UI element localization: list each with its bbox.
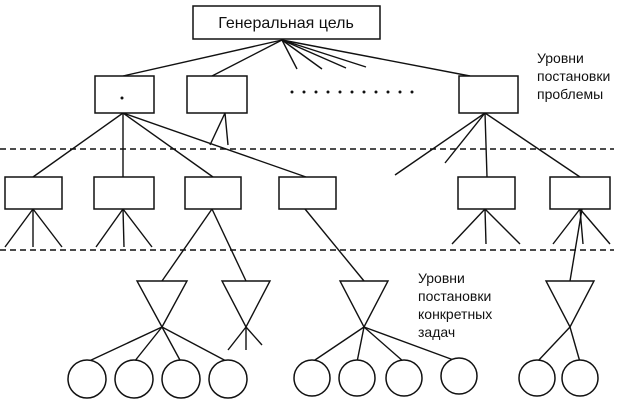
task-levels-line: задач bbox=[418, 324, 455, 340]
level1-node bbox=[458, 75, 519, 114]
leaf-node bbox=[518, 359, 556, 397]
leaf-node bbox=[385, 359, 423, 397]
leaf-node bbox=[67, 359, 107, 399]
leaf-node bbox=[161, 359, 201, 399]
task-levels-label: Уровни постановки конкретных задач bbox=[418, 270, 496, 340]
root-goal-node: Генеральная цель bbox=[192, 5, 381, 40]
root-edges bbox=[122, 39, 471, 77]
node-mark-dot bbox=[120, 96, 124, 100]
task-levels-line: Уровни bbox=[418, 270, 465, 286]
task-levels-line: конкретных bbox=[418, 306, 492, 322]
level1-node bbox=[186, 75, 248, 114]
problem-levels-line: постановки bbox=[537, 68, 610, 84]
level2-nodes bbox=[4, 176, 611, 210]
triangle-node bbox=[544, 280, 596, 329]
triangle-nodes bbox=[135, 280, 596, 329]
level2-fanouts bbox=[4, 208, 611, 248]
level2-node bbox=[184, 176, 242, 210]
triangle-node bbox=[220, 280, 272, 329]
level2-node bbox=[93, 176, 155, 210]
leaf-nodes bbox=[67, 357, 599, 399]
leaf-edges bbox=[86, 326, 581, 363]
level1-nodes bbox=[94, 75, 519, 114]
level2-node bbox=[457, 176, 516, 210]
level1-node bbox=[94, 75, 155, 114]
problem-levels-label: Уровни постановки проблемы bbox=[537, 50, 614, 102]
root-goal-label: Генеральная цель bbox=[218, 15, 354, 32]
level2-node bbox=[278, 176, 337, 210]
level1-edges bbox=[32, 112, 581, 178]
triangle-node bbox=[338, 280, 390, 329]
problem-levels-line: проблемы bbox=[537, 86, 603, 102]
triangle-edges bbox=[161, 208, 583, 282]
task-levels-line: постановки bbox=[418, 288, 491, 304]
ellipsis-dots bbox=[290, 90, 414, 94]
leaf-node bbox=[293, 359, 331, 397]
triangle-node bbox=[135, 280, 189, 329]
leaf-node bbox=[440, 357, 478, 395]
leaf-node bbox=[561, 359, 599, 397]
leaf-node bbox=[114, 359, 154, 399]
problem-levels-line: Уровни bbox=[537, 50, 584, 66]
leaf-node bbox=[338, 359, 376, 397]
level2-node bbox=[549, 176, 611, 210]
level2-node bbox=[4, 176, 63, 210]
leaf-node bbox=[208, 359, 248, 399]
